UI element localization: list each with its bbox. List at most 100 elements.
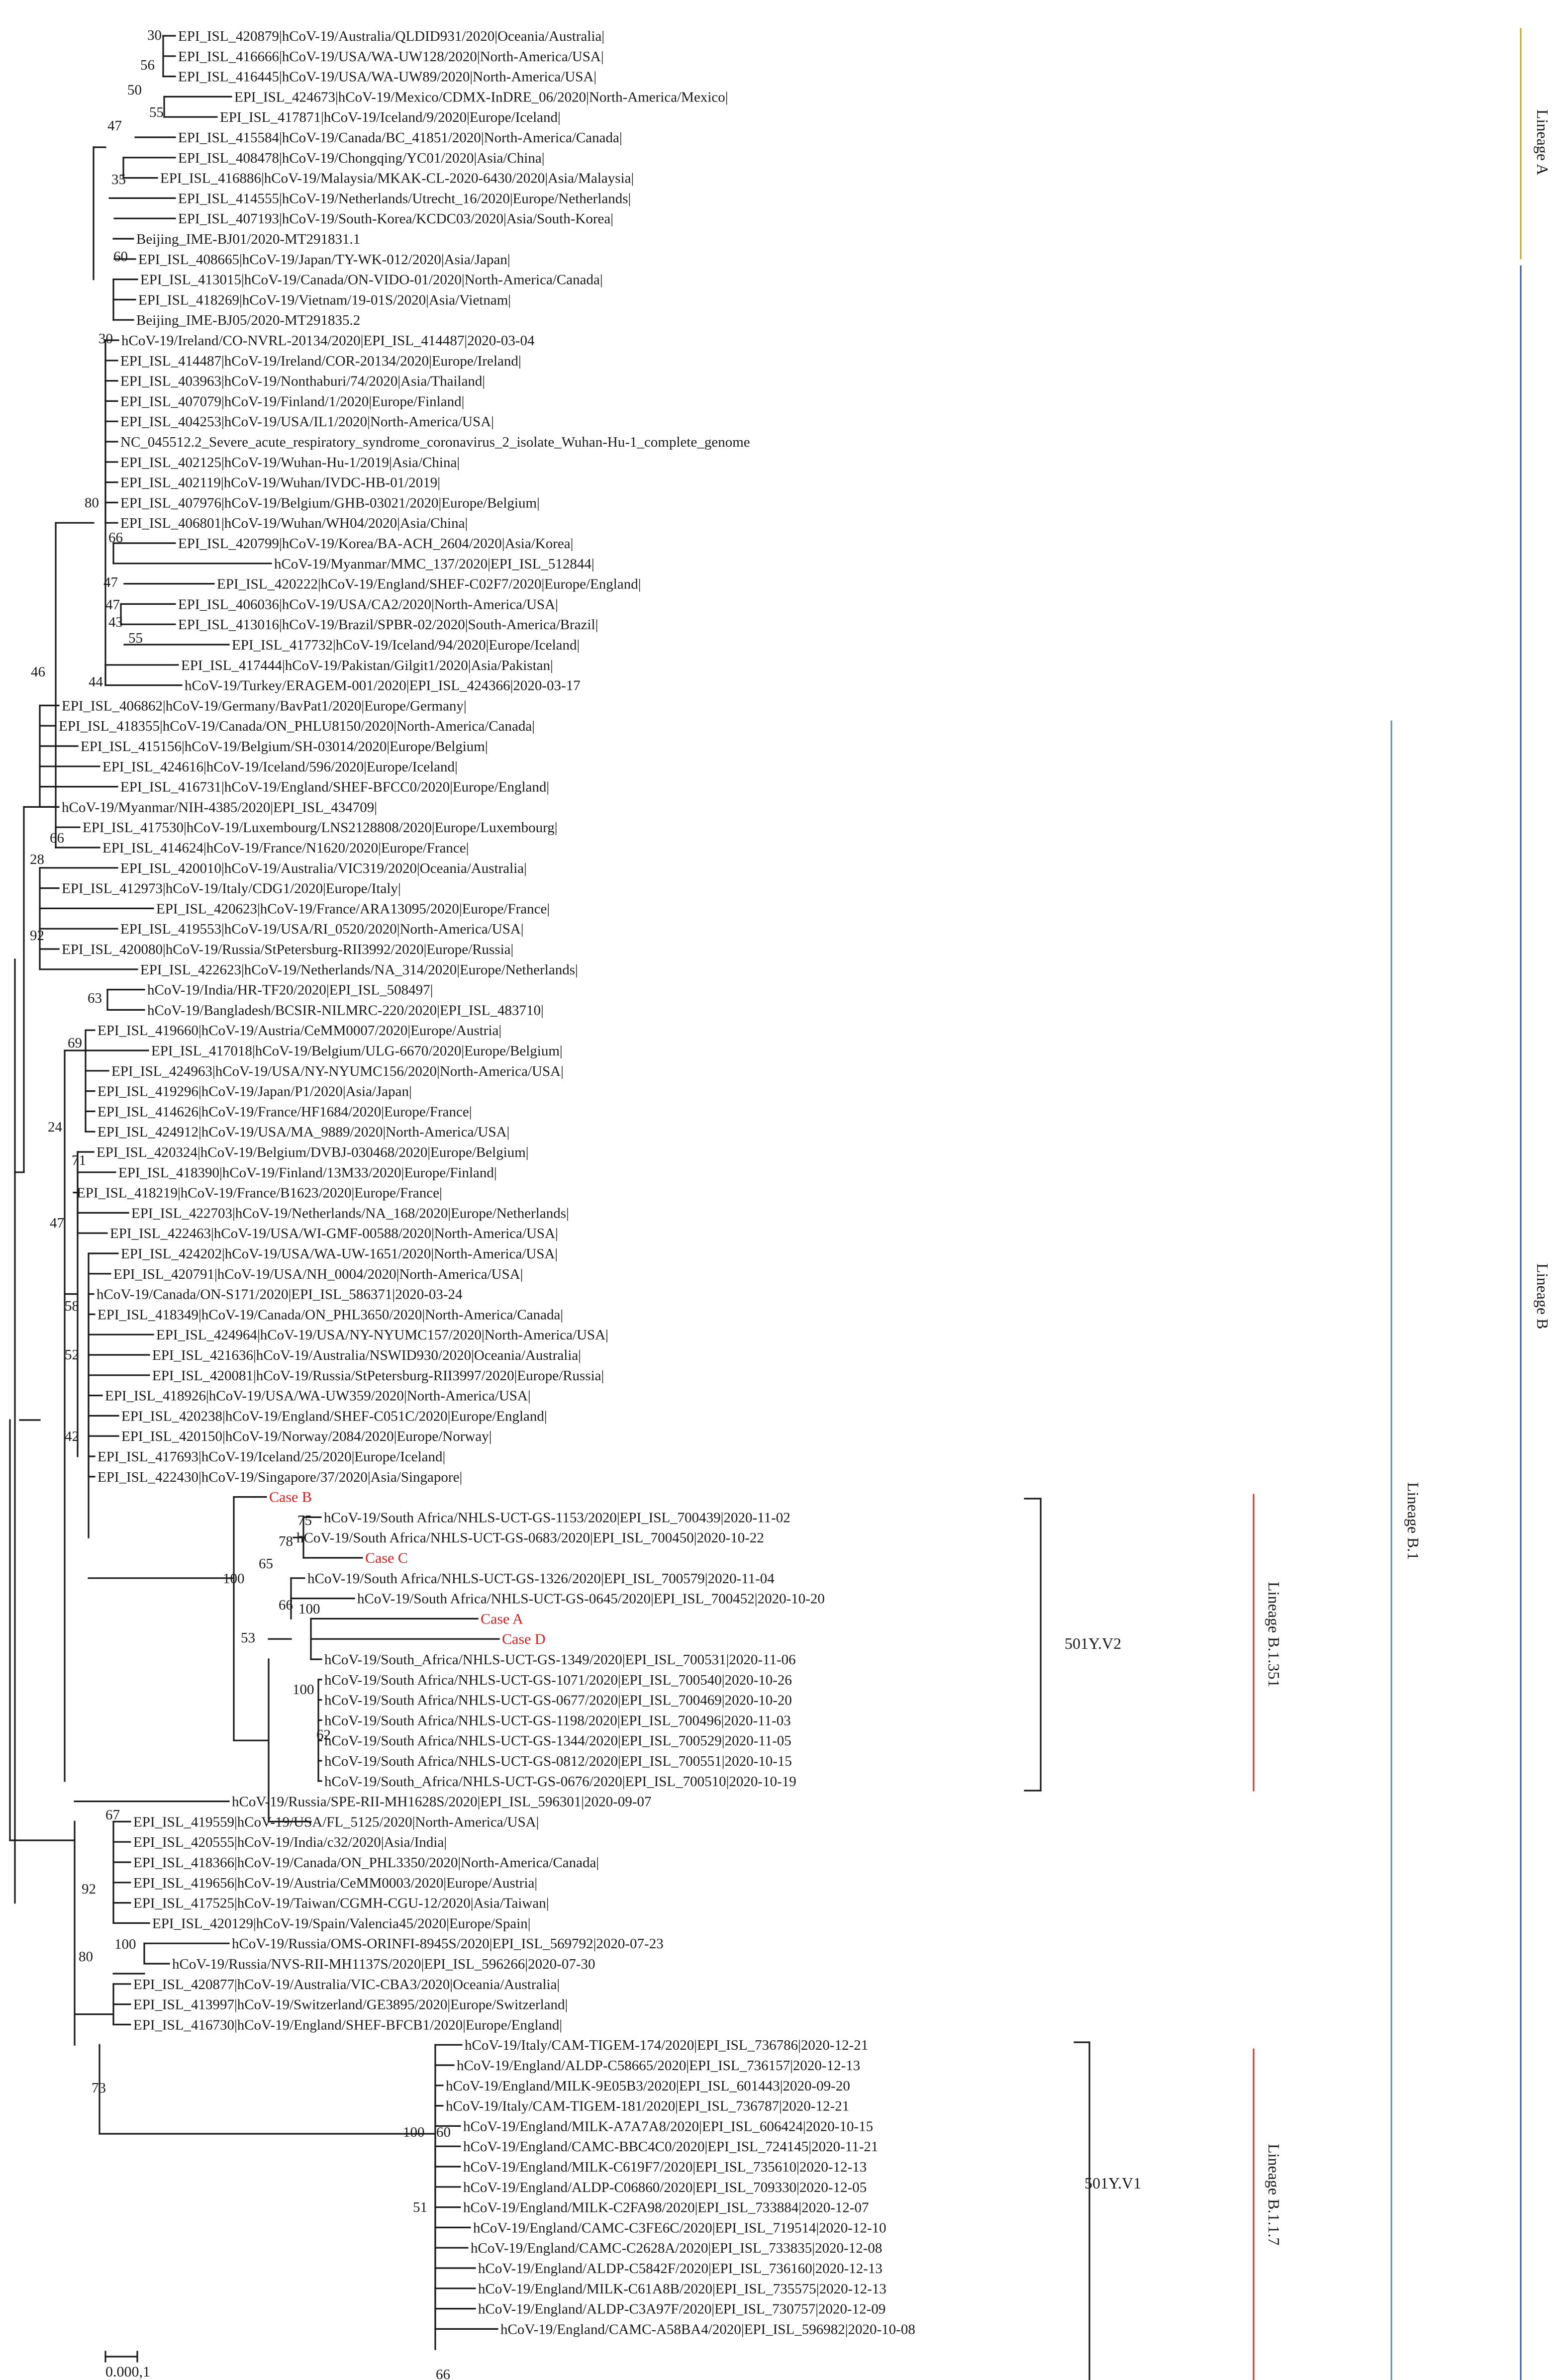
scale-bar-label: 0.000,1 <box>105 2364 150 2380</box>
bootstrap-value: 60 <box>113 249 128 265</box>
leaf-label: hCoV-19/South_Africa/NHLS-UCT-GS-0676/20… <box>324 1774 796 1790</box>
leaf-label: EPI_ISL_418390|hCoV-19/Finland/13M33/202… <box>118 1165 497 1181</box>
leaf-label: hCoV-19/Myanmar/NIH-4385/2020|EPI_ISL_43… <box>62 799 377 815</box>
leaf-label: EPI_ISL_407193|hCoV-19/South-Korea/KCDC0… <box>178 211 613 227</box>
leaf-label: EPI_ISL_418355|hCoV-19/Canada/ON_PHLU815… <box>59 718 535 734</box>
leaf-label: hCoV-19/South Africa/NHLS-UCT-GS-1071/20… <box>324 1672 792 1688</box>
leaf-label: EPI_ISL_417525|hCoV-19/Taiwan/CGMH-CGU-1… <box>133 1896 549 1911</box>
leaf-label: hCoV-19/England/CAMC-C3FE6C/2020|EPI_ISL… <box>473 2220 886 2236</box>
bootstrap-value: 43 <box>108 614 123 630</box>
leaf-label: hCoV-19/South Africa/NHLS-UCT-GS-0677/20… <box>324 1693 792 1709</box>
bootstrap-value: 63 <box>88 990 102 1006</box>
leaf-label: EPI_ISL_413016|hCoV-19/Brazil/SPBR-02/20… <box>178 617 598 633</box>
leaf-label: EPI_ISL_420238|hCoV-19/England/SHEF-C051… <box>121 1408 547 1424</box>
leaf-label: EPI_ISL_420222|hCoV-19/England/SHEF-C02F… <box>217 576 641 592</box>
leaf-label: hCoV-19/Russia/SPE-RII-MH1628S/2020|EPI_… <box>232 1794 652 1810</box>
leaf-label: hCoV-19/Ireland/CO-NVRL-20134/2020|EPI_I… <box>121 333 535 349</box>
leaf-label: EPI_ISL_418349|hCoV-19/Canada/ON_PHL3650… <box>98 1307 563 1323</box>
leaf-label: EPI_ISL_418269|hCoV-19/Vietnam/19-01S/20… <box>138 292 511 308</box>
leaf-label: EPI_ISL_420010|hCoV-19/Australia/VIC319/… <box>120 860 527 876</box>
leaf-label: EPI_ISL_418926|hCoV-19/USA/WA-UW359/2020… <box>105 1388 531 1404</box>
leaf-labels: EPI_ISL_420879|hCoV-19/Australia/QLDID93… <box>59 28 915 2337</box>
bootstrap-value: 100 <box>293 1682 314 1698</box>
bootstrap-value: 44 <box>89 674 103 690</box>
leaf-label: EPI_ISL_420324|hCoV-19/Belgium/DVBJ-0304… <box>97 1144 529 1160</box>
leaf-label: EPI_ISL_406862|hCoV-19/Germany/BavPat1/2… <box>62 698 467 714</box>
bootstrap-value: 35 <box>111 172 126 188</box>
leaf-label: EPI_ISL_419656|hCoV-19/Austria/CeMM0003/… <box>133 1875 537 1891</box>
bootstrap-value: 66 <box>50 830 64 846</box>
bootstrap-value: 100 <box>403 2124 425 2140</box>
leaf-label: EPI_ISL_417732|hCoV-19/Iceland/94/2020|E… <box>232 637 580 653</box>
bootstrap-value: 75 <box>297 1513 312 1528</box>
leaf-label: EPI_ISL_408665|hCoV-19/Japan/TY-WK-012/2… <box>138 252 510 268</box>
leaf-label: EPI_ISL_422463|hCoV-19/USA/WI-GMF-00588/… <box>110 1226 558 1241</box>
lineage-b1-label: Lineage B.1 <box>1404 1482 1422 1560</box>
bootstrap-labels: 3056505547356030806647474355444666289263… <box>30 27 451 2380</box>
bootstrap-value: 47 <box>103 574 118 590</box>
leaf-label: hCoV-19/England/MILK-C2FA98/2020|EPI_ISL… <box>463 2200 869 2216</box>
leaf-label: EPI_ISL_417530|hCoV-19/Luxembourg/LNS212… <box>83 820 558 836</box>
leaf-label: hCoV-19/Bangladesh/BCSIR-NILMRC-220/2020… <box>147 1002 544 1018</box>
v1-label: 501Y.V1 <box>1084 2174 1141 2192</box>
leaf-label: EPI_ISL_402125|hCoV-19/Wuhan-Hu-1/2019|A… <box>120 455 460 471</box>
v2-label: 501Y.V2 <box>1065 1634 1121 1652</box>
bootstrap-value: 66 <box>279 1597 293 1613</box>
leaf-label: hCoV-19/South_Africa/NHLS-UCT-GS-1349/20… <box>324 1652 796 1668</box>
lineage-b117-label: Lineage B.1.1.7 <box>1265 2144 1283 2245</box>
lineage-a-label: Lineage A <box>1534 109 1552 175</box>
leaf-label: EPI_ISL_422623|hCoV-19/Netherlands/NA_31… <box>140 962 578 978</box>
leaf-label: hCoV-19/South Africa/NHLS-UCT-GS-1153/20… <box>324 1510 790 1525</box>
leaf-label: EPI_ISL_421636|hCoV-19/Australia/NSWID93… <box>152 1347 581 1363</box>
leaf-label: hCoV-19/England/ALDP-C3A97F/2020|EPI_ISL… <box>478 2301 885 2317</box>
leaf-label: EPI_ISL_416731|hCoV-19/England/SHEF-BFCC… <box>120 779 549 795</box>
leaf-label: EPI_ISL_420150|hCoV-19/Norway/2084/2020|… <box>121 1428 492 1444</box>
leaf-label: EPI_ISL_420080|hCoV-19/Russia/StPetersbu… <box>62 942 513 957</box>
bootstrap-value: 66 <box>108 530 123 546</box>
leaf-label: EPI_ISL_406801|hCoV-19/Wuhan/WH04/2020|A… <box>120 515 468 531</box>
leaf-label: hCoV-19/Russia/NVS-RII-MH1137S/2020|EPI_… <box>172 1956 595 1972</box>
leaf-label: EPI_ISL_424963|hCoV-19/USA/NY-NYUMC156/2… <box>111 1063 564 1079</box>
leaf-label: hCoV-19/Italy/CAM-TIGEM-181/2020|EPI_ISL… <box>446 2098 849 2114</box>
leaf-label: EPI_ISL_416445|hCoV-19/USA/WA-UW89/2020|… <box>178 69 596 85</box>
bootstrap-value: 71 <box>72 1152 86 1168</box>
bootstrap-value: 47 <box>105 597 120 613</box>
leaf-label: EPI_ISL_407079|hCoV-19/Finland/1/2020|Eu… <box>120 393 464 409</box>
bootstrap-value: 73 <box>92 2080 106 2096</box>
leaf-label: hCoV-19/South Africa/NHLS-UCT-GS-1344/20… <box>324 1733 791 1749</box>
leaf-label: hCoV-19/England/MILK-A7A7A8/2020|EPI_ISL… <box>463 2118 873 2134</box>
leaf-label: EPI_ISL_420791|hCoV-19/USA/NH_0004/2020|… <box>113 1266 523 1282</box>
bootstrap-value: 28 <box>30 852 44 867</box>
leaf-label: EPI_ISL_407976|hCoV-19/Belgium/GHB-03021… <box>120 495 540 511</box>
leaf-label: hCoV-19/England/MILK-C619F7/2020|EPI_ISL… <box>463 2159 867 2175</box>
leaf-label: EPI_ISL_424202|hCoV-19/USA/WA-UW-1651/20… <box>121 1246 558 1262</box>
bootstrap-value: 58 <box>65 1298 79 1314</box>
leaf-label: Beijing_IME-BJ01/2020-MT291831.1 <box>136 231 360 247</box>
leaf-label: EPI_ISL_419553|hCoV-19/USA/RI_0520/2020|… <box>120 921 524 937</box>
leaf-label: EPI_ISL_420555|hCoV-19/India/c32/2020|As… <box>133 1834 447 1850</box>
leaf-label: EPI_ISL_413015|hCoV-19/Canada/ON-VIDO-01… <box>140 272 603 288</box>
leaf-label: EPI_ISL_403963|hCoV-19/Nonthaburi/74/202… <box>120 374 485 389</box>
bootstrap-value: 100 <box>223 1571 245 1587</box>
leaf-label: EPI_ISL_402119|hCoV-19/Wuhan/IVDC-HB-01/… <box>120 475 440 491</box>
leaf-label: EPI_ISL_419296|hCoV-19/Japan/P1/2020|Asi… <box>98 1084 412 1100</box>
bootstrap-value: 100 <box>114 1936 136 1952</box>
leaf-label: EPI_ISL_417871|hCoV-19/Iceland/9/2020|Eu… <box>220 109 561 125</box>
leaf-label: EPI_ISL_424964|hCoV-19/USA/NY-NYUMC157/2… <box>156 1327 608 1343</box>
leaf-label: hCoV-19/England/MILK-9E05B3/2020|EPI_ISL… <box>446 2078 850 2094</box>
bootstrap-value: 56 <box>140 57 155 73</box>
lineage-b-label: Lineage B <box>1534 1263 1552 1329</box>
leaf-label: EPI_ISL_417693|hCoV-19/Iceland/25/2020|E… <box>98 1449 445 1465</box>
leaf-label: EPI_ISL_414555|hCoV-19/Netherlands/Utrec… <box>178 190 631 206</box>
leaf-label: hCoV-19/South Africa/NHLS-UCT-GS-0683/20… <box>296 1530 764 1546</box>
case-label: Case A <box>481 1611 523 1627</box>
bootstrap-value: 55 <box>128 630 143 646</box>
leaf-label: EPI_ISL_404253|hCoV-19/USA/IL1/2020|Nort… <box>120 414 494 430</box>
leaf-label: EPI_ISL_422430|hCoV-19/Singapore/37/2020… <box>98 1469 462 1485</box>
leaf-label: EPI_ISL_420877|hCoV-19/Australia/VIC-CBA… <box>133 1977 560 1993</box>
leaf-label: hCoV-19/Turkey/ERAGEM-001/2020|EPI_ISL_4… <box>185 678 581 694</box>
leaf-label: EPI_ISL_424616|hCoV-19/Iceland/596/2020|… <box>102 759 458 775</box>
leaf-label: EPI_ISL_408478|hCoV-19/Chongqing/YC01/20… <box>178 150 545 166</box>
leaf-label: EPI_ISL_422703|hCoV-19/Netherlands/NA_16… <box>131 1205 569 1221</box>
